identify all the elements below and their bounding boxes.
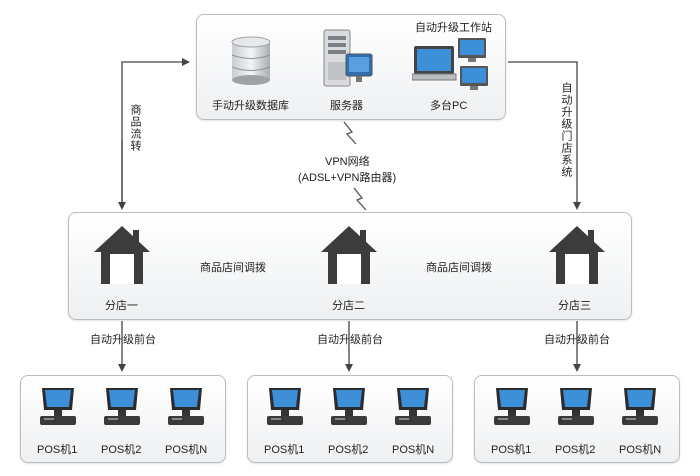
multi-pc-icon [412,38,488,90]
store1-house-icon [94,226,150,284]
transfer-label-1: 商品店间调拨 [200,262,266,274]
pos-terminal-icon [490,384,534,433]
store2-frontend-label: 自动升级前台 [317,334,383,346]
pos-terminal-icon [36,384,80,433]
vpn-network-label: VPN网络 [325,156,370,168]
vpn-lightning-top [343,121,357,145]
pos-terminal-icon [327,384,371,433]
pos-terminal-label: POS机1 [264,444,305,456]
pos-terminal-label: POS机2 [555,444,596,456]
server-icon [323,29,373,87]
pos-terminal-label: POS机1 [37,444,78,456]
store2-house-icon [321,226,377,284]
workstation-title: 自动升级工作站 [415,22,492,34]
pos-terminal-label: POS机2 [328,444,369,456]
vpn-router-label: (ADSL+VPN路由器) [298,172,397,184]
right-flow-line [508,61,581,210]
pos-terminal-icon [554,384,598,433]
database-label: 手动升级数据库 [212,100,289,112]
store3-frontend-label: 自动升级前台 [544,334,610,346]
store3-name: 分店三 [558,300,591,312]
pos-terminal-icon [164,384,208,433]
vpn-lightning-bottom [353,187,367,211]
right-flow-label: 自动升级门店系统 [560,82,572,178]
pos-terminal-label: POS机N [619,444,662,456]
pos-terminal-label: POS机N [392,444,435,456]
database-icon [231,36,271,85]
transfer-label-2: 商品店间调拨 [426,262,492,274]
multi-pc-label: 多台PC [430,100,468,112]
store2-name: 分店二 [332,300,365,312]
store1-name: 分店一 [105,300,138,312]
pos-terminal-icon [391,384,435,433]
store1-frontend-label: 自动升级前台 [90,334,156,346]
left-flow-label: 商品流转 [129,104,141,152]
pos-terminal-icon [263,384,307,433]
pos-terminal-label: POS机2 [101,444,142,456]
pos-terminal-icon [618,384,662,433]
server-label: 服务器 [330,100,363,112]
pos-terminal-label: POS机N [165,444,208,456]
pos-terminal-icon [100,384,144,433]
store3-house-icon [549,226,605,284]
pos-terminal-label: POS机1 [491,444,532,456]
